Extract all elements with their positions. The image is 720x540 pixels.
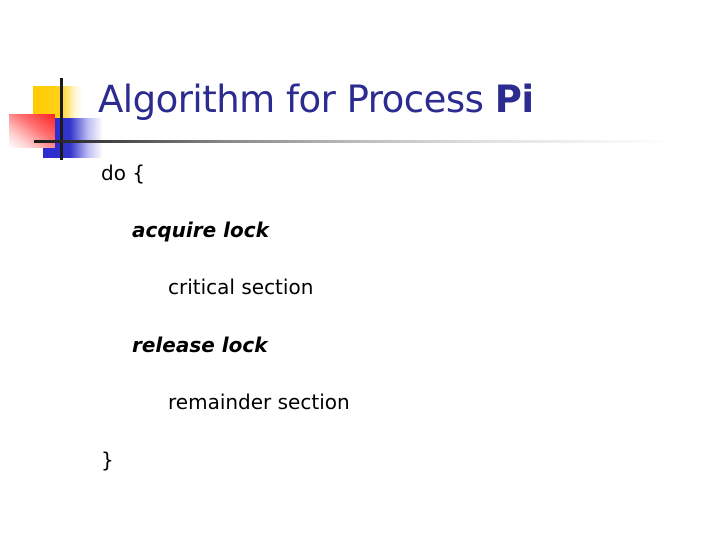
code-line-remainder-section: remainder section: [168, 390, 350, 414]
code-line-acquire-lock: acquire lock: [132, 218, 269, 242]
code-line-close-brace: }: [101, 448, 114, 472]
title-underline-rule: [34, 140, 674, 143]
slide-title-text: Algorithm for Process: [98, 78, 495, 121]
code-line-critical-section: critical section: [168, 275, 314, 299]
decorative-vertical-line: [60, 78, 63, 160]
decorative-yellow-square: [33, 86, 83, 119]
slide-title-process-name: Pi: [494, 78, 534, 121]
slide-title: Algorithm for Process Pi: [98, 78, 534, 121]
code-line-do-open: do {: [101, 161, 146, 185]
code-line-release-lock: release lock: [132, 333, 268, 357]
